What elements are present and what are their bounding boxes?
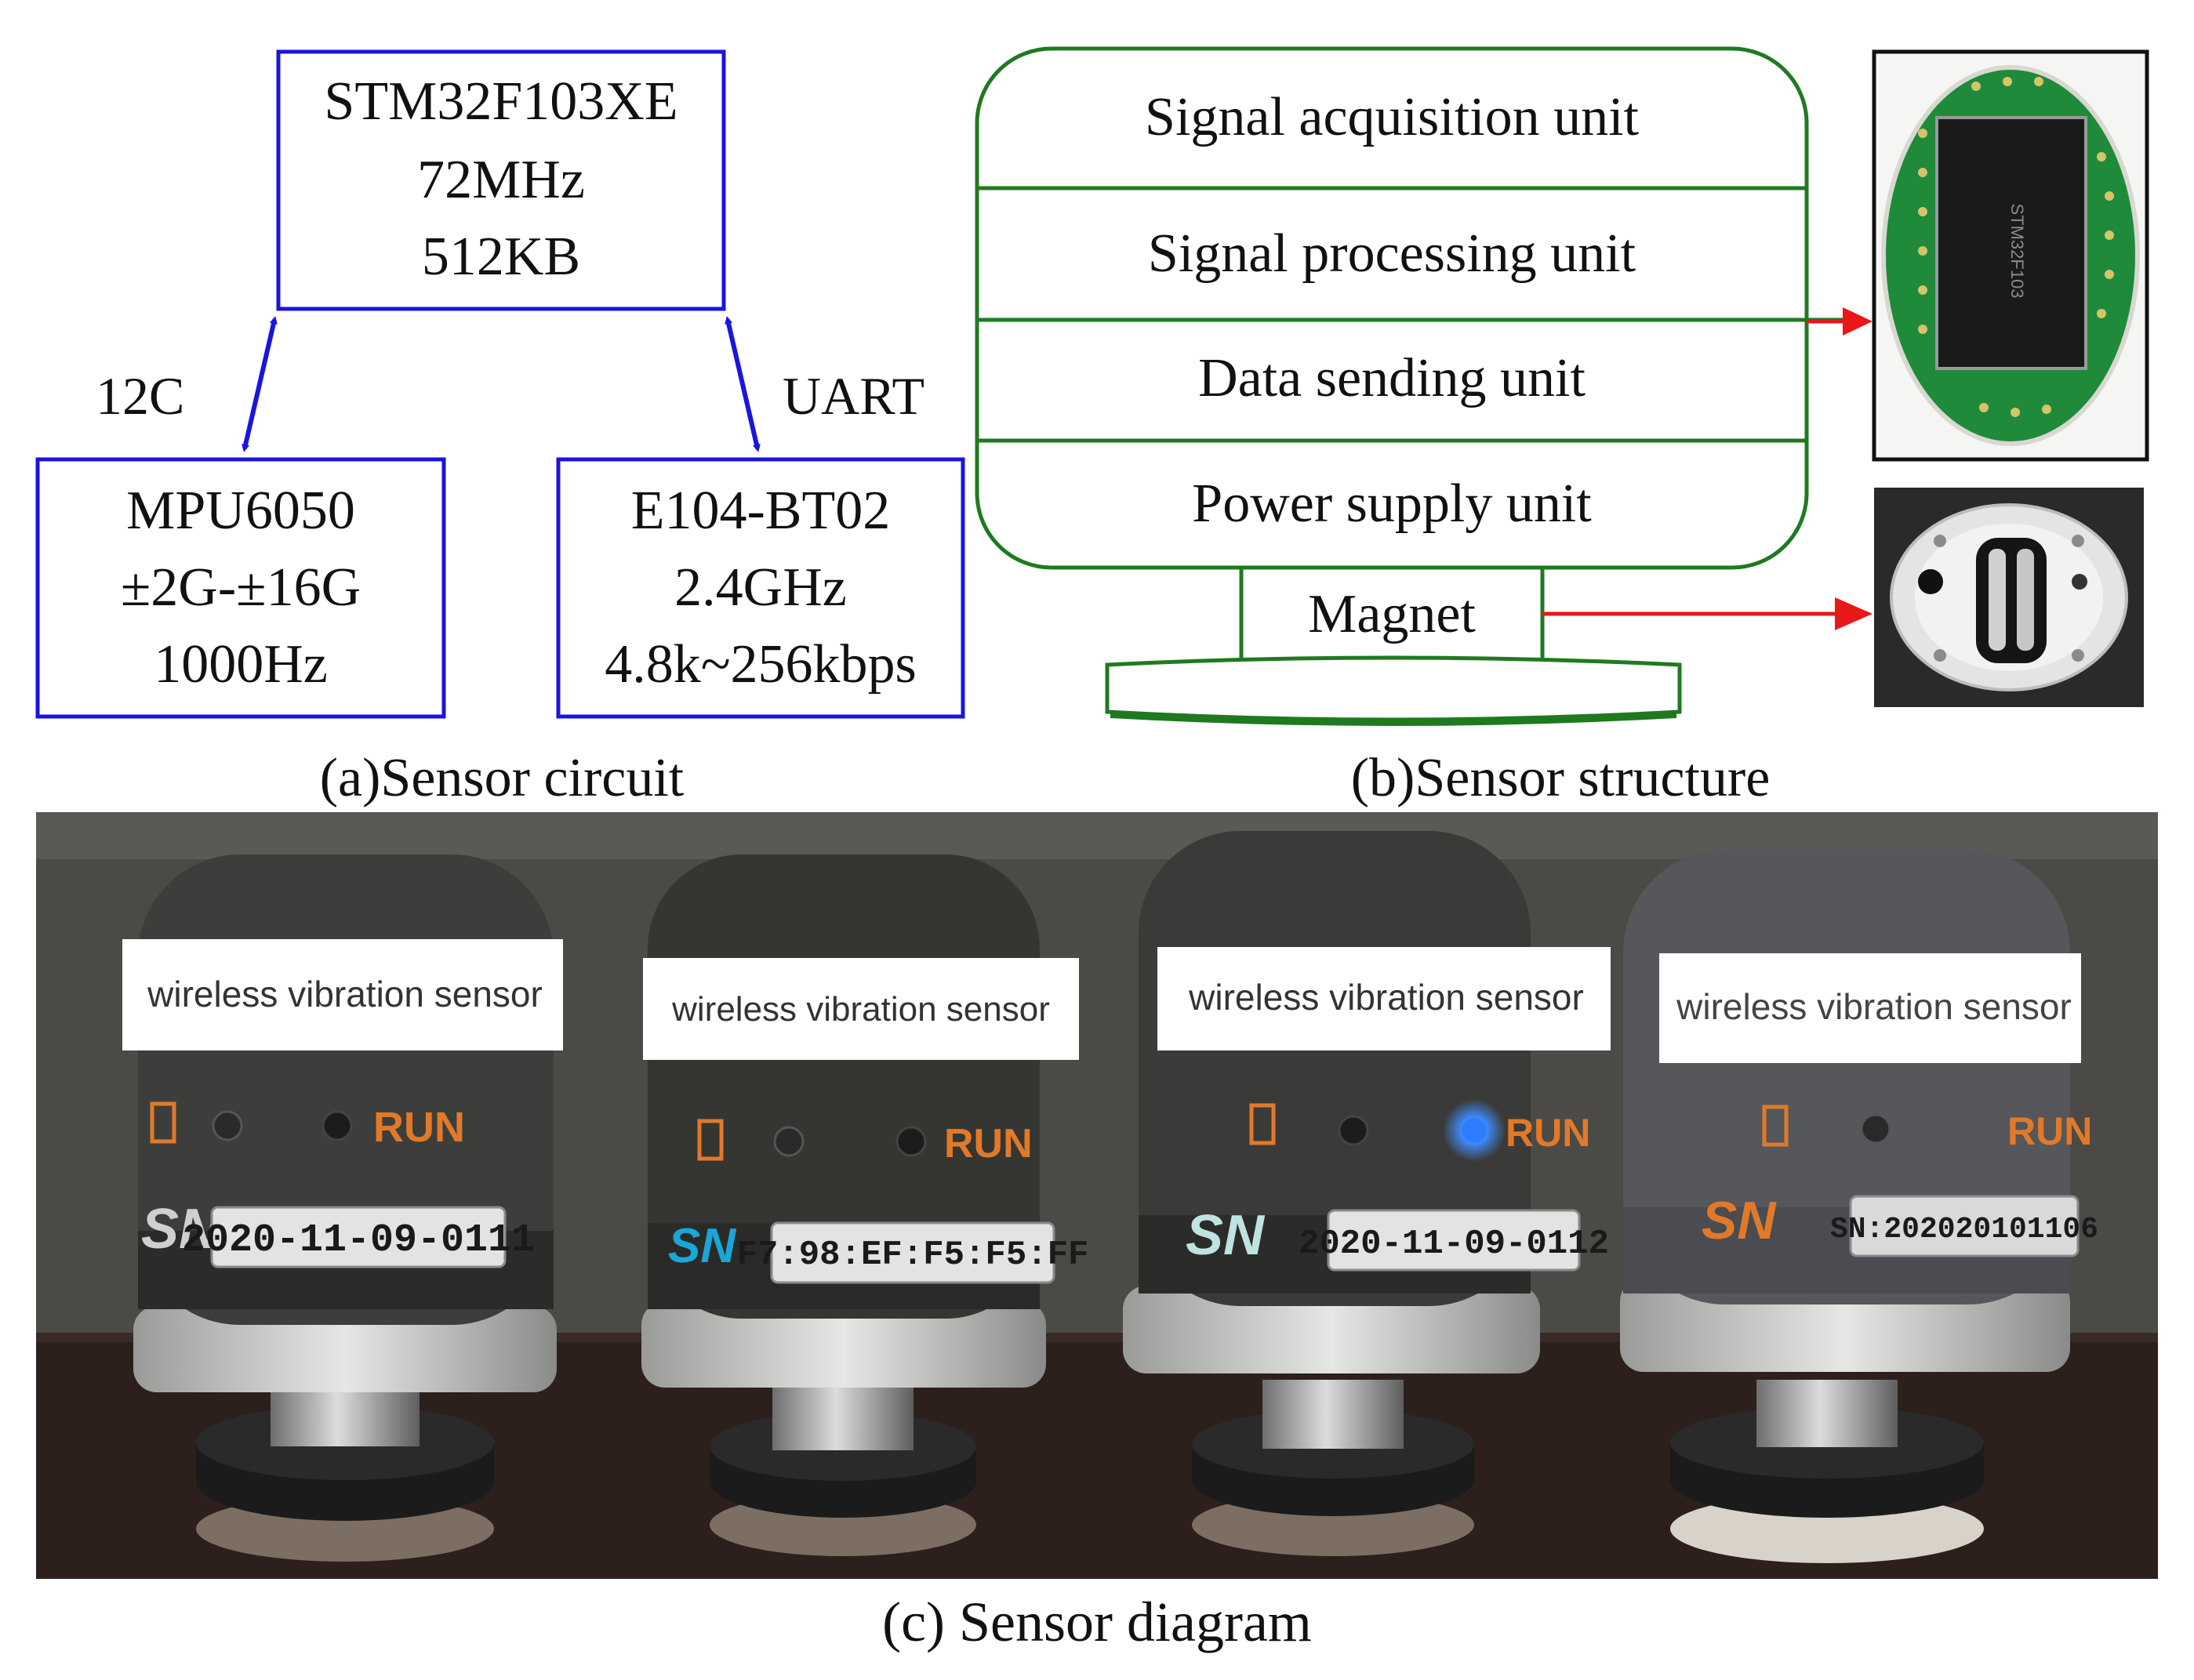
panel-c-sensor-photo: wireless vibration sensor RUN SN 2020-11… bbox=[36, 812, 2194, 1653]
ble-line-3: 4.8k~256kbps bbox=[605, 634, 917, 695]
ble-line-2: 2.4GHz bbox=[674, 557, 847, 618]
sensor-4-serial-plate bbox=[1849, 1195, 2080, 1257]
unit-signal-acquisition: Signal acquisition unit bbox=[1145, 87, 1640, 147]
sensor-3-run-text: RUN bbox=[1506, 1111, 1590, 1155]
sensor-2-sn-prefix: SN bbox=[668, 1219, 736, 1273]
sensor-3: wireless vibration sensor RUN SN 2020-11… bbox=[1123, 831, 1611, 1556]
i2c-link-arrow bbox=[242, 316, 278, 452]
mcu-line-2: 72MHz bbox=[417, 150, 585, 210]
sensor-3-serial: 2020-11-09-0112 bbox=[1299, 1225, 1609, 1264]
sensor-2-serial: F7:98:EF:F5:F5:FF bbox=[737, 1236, 1089, 1275]
sensor-4: wireless vibration sensor RUN SN SN:2020… bbox=[1620, 850, 2098, 1563]
mcu-chip bbox=[1935, 116, 2087, 370]
ble-box: E104-BT02 2.4GHz 4.8k~256kbps bbox=[556, 457, 965, 719]
magnet-photo bbox=[1874, 488, 2144, 707]
sensor-1-sn-prefix: SN bbox=[141, 1198, 221, 1261]
sensor-1-battery-icon bbox=[150, 1101, 176, 1144]
imu-line-2: ±2G-±16G bbox=[121, 557, 361, 618]
pcb-photo: STM32F103 bbox=[1872, 49, 2149, 462]
sensor-3-sn-prefix: SN bbox=[1186, 1204, 1266, 1267]
sensor-1-led bbox=[212, 1110, 243, 1141]
chip-marking: STM32F103 bbox=[2007, 203, 2027, 298]
arrow-to-pcb-photo bbox=[1807, 307, 1873, 336]
unit-data-sending: Data sending unit bbox=[1198, 348, 1586, 408]
mcu-line-1: STM32F103XE bbox=[324, 71, 677, 132]
sensor-1: wireless vibration sensor RUN SN 2020-11… bbox=[122, 855, 563, 1562]
magnet-core bbox=[1976, 538, 2047, 663]
sensor-2-label-sticker bbox=[643, 958, 1079, 1060]
sensor-3-serial-plate bbox=[1327, 1209, 1581, 1272]
imu-line-1: MPU6050 bbox=[126, 481, 355, 541]
magnet-block: Magnet bbox=[1239, 565, 1545, 662]
sensor-4-label-sticker bbox=[1659, 953, 2081, 1063]
sensor-4-serial: SN:202020101106 bbox=[1830, 1213, 2098, 1246]
magnet-label: Magnet bbox=[1308, 584, 1476, 644]
sensor-3-battery-icon bbox=[1249, 1103, 1276, 1145]
sensor-4-run-text: RUN bbox=[2007, 1109, 2092, 1153]
caption-b: (b)Sensor structure bbox=[1351, 748, 1771, 808]
sensor-3-label-sticker bbox=[1157, 947, 1611, 1050]
ble-line-1: E104-BT02 bbox=[631, 481, 891, 541]
sensor-3-label: wireless vibration sensor bbox=[1188, 977, 1584, 1018]
sensor-1-label-sticker bbox=[122, 939, 563, 1050]
i2c-label: 12C bbox=[96, 366, 184, 426]
mcu-box: STM32F103XE 72MHz 512KB bbox=[276, 49, 726, 311]
sensor-4-led bbox=[1860, 1113, 1891, 1145]
base-plate bbox=[1105, 655, 1682, 726]
unit-stack: Signal acquisition unit Signal processin… bbox=[975, 46, 1809, 570]
sensor-2-serial-plate bbox=[770, 1221, 1055, 1284]
sensor-2-label: wireless vibration sensor bbox=[671, 990, 1050, 1029]
sensor-4-label: wireless vibration sensor bbox=[1676, 986, 2072, 1027]
sensor-1-serial-plate bbox=[210, 1206, 507, 1268]
sensor-4-sn-prefix: SN bbox=[1702, 1191, 1777, 1250]
unit-power-supply: Power supply unit bbox=[1192, 474, 1592, 534]
sensor-4-battery-icon bbox=[1762, 1105, 1789, 1147]
sensor-1-serial: 2020-11-09-0111 bbox=[182, 1218, 535, 1263]
sensor-2: wireless vibration sensor RUN SN F7:98:E… bbox=[641, 855, 1088, 1556]
unit-signal-processing: Signal processing unit bbox=[1148, 223, 1636, 284]
caption-c: (c) Sensor diagram bbox=[882, 1591, 1312, 1653]
pcb-pads bbox=[1918, 77, 2114, 417]
mcu-line-3: 512KB bbox=[422, 227, 580, 287]
panel-b-sensor-structure: Signal acquisition unit Signal processin… bbox=[975, 46, 2149, 808]
caption-a: (a)Sensor circuit bbox=[320, 748, 685, 808]
panel-a-sensor-circuit: STM32F103XE 72MHz 512KB MPU6050 ±2G-±16G… bbox=[35, 49, 965, 808]
imu-box: MPU6050 ±2G-±16G 1000Hz bbox=[35, 457, 446, 719]
uart-link-arrow bbox=[725, 316, 761, 452]
sensor-1-label: wireless vibration sensor bbox=[147, 974, 543, 1014]
sensor-2-led bbox=[773, 1126, 805, 1157]
uart-label: UART bbox=[783, 366, 924, 426]
imu-line-3: 1000Hz bbox=[154, 634, 328, 695]
sensor-2-battery-icon bbox=[697, 1119, 724, 1161]
sensor-1-run-text: RUN bbox=[373, 1104, 465, 1151]
sensor-2-run-text: RUN bbox=[944, 1121, 1033, 1167]
arrow-to-magnet-photo bbox=[1542, 597, 1873, 630]
